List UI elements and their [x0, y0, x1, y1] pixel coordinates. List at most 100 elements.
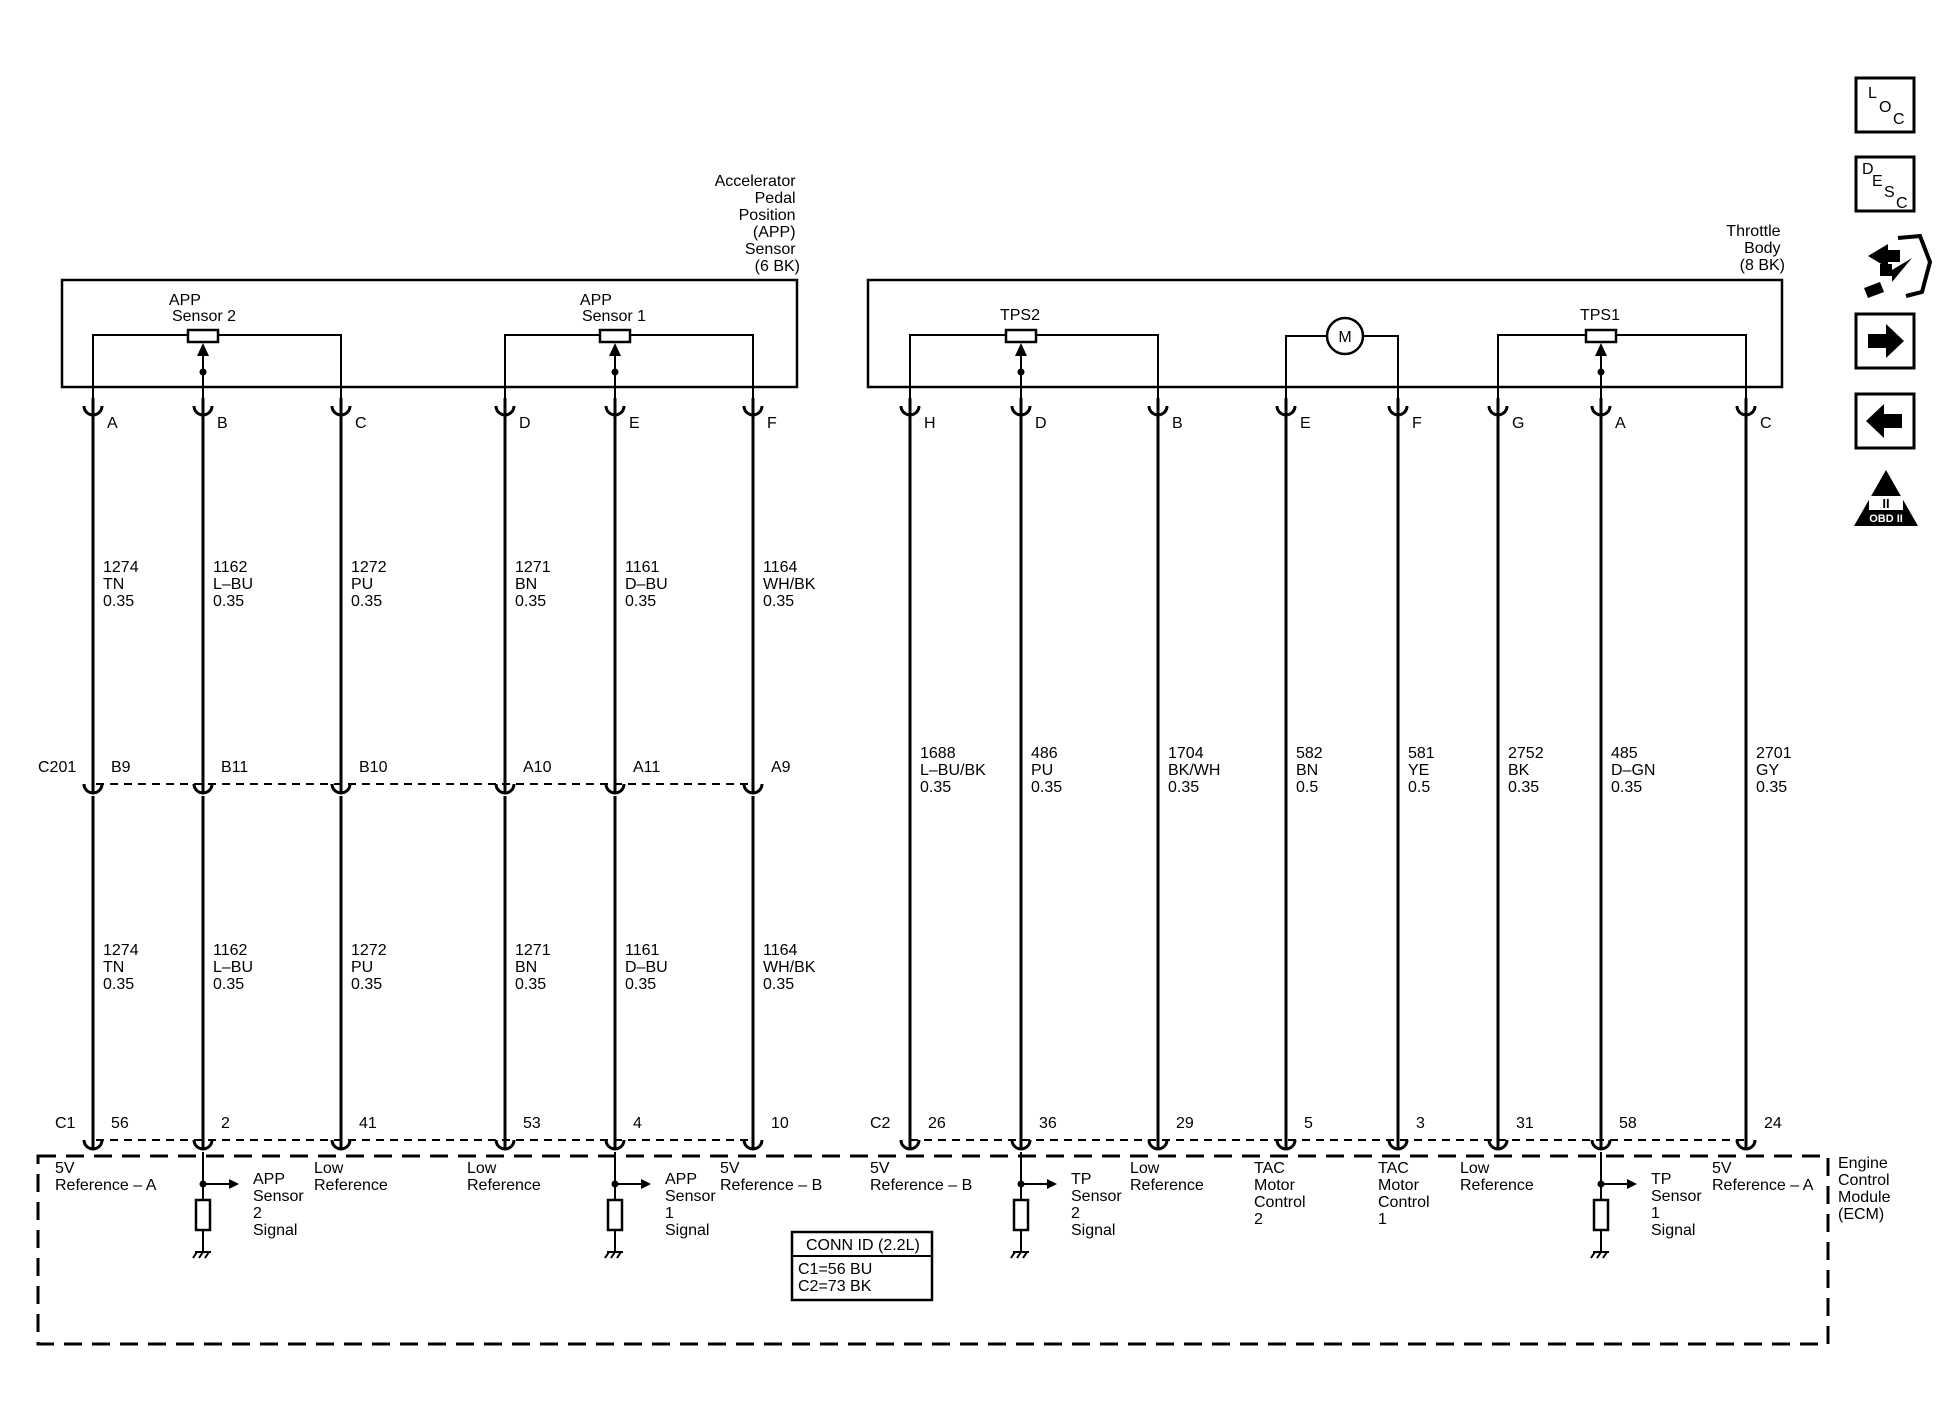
ecm-pin-label: 26 [928, 1115, 946, 1132]
ground-icon [604, 1251, 623, 1259]
component-terminal [82, 398, 104, 417]
component-terminal [1735, 398, 1757, 417]
tps2-potentiometer [909, 328, 1159, 403]
svg-text:E: E [1872, 173, 1883, 190]
c201-terminal [192, 776, 214, 795]
c201-pin-label: B9 [111, 759, 131, 776]
component-terminal [330, 398, 352, 417]
pin-label: F [1412, 415, 1422, 432]
ecm-pin-label: 58 [1619, 1115, 1637, 1132]
svg-text:C: C [1896, 195, 1908, 212]
ecm-terminal [1275, 1132, 1297, 1151]
pin-label: G [1512, 415, 1524, 432]
component-terminal [899, 398, 921, 417]
component-terminal [192, 398, 214, 417]
pin-label: A [1615, 415, 1626, 432]
pin-label: E [629, 415, 640, 432]
desc-button[interactable]: D E S C [1854, 155, 1916, 213]
pin-label: B [217, 415, 228, 432]
component-terminal [742, 398, 764, 417]
pull-resistor [194, 1198, 212, 1232]
pin-label: F [767, 415, 777, 432]
previous-page-button[interactable] [1854, 392, 1916, 450]
next-page-button[interactable] [1854, 312, 1916, 370]
app-sensor-1-potentiometer [504, 328, 754, 403]
c201-terminal [82, 776, 104, 795]
ecm-terminal [604, 1132, 626, 1151]
ground-icon [1010, 1251, 1029, 1259]
svg-text:O: O [1879, 99, 1891, 116]
svg-text:II: II [1882, 496, 1889, 511]
conn-id-box: CONN ID (2.2L) C1=56 BU C2=73 BK [790, 1230, 934, 1302]
pin-label: A [107, 415, 118, 432]
tps1-label: TPS1 [1580, 307, 1620, 324]
component-terminal [494, 398, 516, 417]
c201-terminal [604, 776, 626, 795]
app-sensor-housing [60, 278, 799, 389]
obd-ii-icon[interactable]: II OBD II [1854, 470, 1918, 526]
c201-pin-label: A11 [633, 759, 660, 776]
conn-id-line: C1=56 BU [798, 1261, 872, 1278]
ground-icon [1590, 1251, 1609, 1259]
ecm-terminal [1735, 1132, 1757, 1151]
ecm-housing [36, 1154, 1830, 1346]
app-sensor-title: Accelerator Pedal Position (APP) Sensor … [715, 173, 800, 275]
ecm-pin-label: 5 [1304, 1115, 1313, 1132]
conn-id-title: CONN ID (2.2L) [806, 1237, 920, 1254]
pull-resistor [606, 1198, 624, 1232]
connector-end-view-icon[interactable] [1864, 233, 1933, 298]
ecm-pin-label: 31 [1516, 1115, 1534, 1132]
svg-text:S: S [1884, 184, 1895, 201]
pull-resistor [1592, 1198, 1610, 1232]
c201-pin-label: B10 [359, 759, 388, 776]
ecm-terminal [1147, 1132, 1169, 1151]
ecm-terminal [192, 1132, 214, 1151]
c201-pin-label: B11 [221, 759, 248, 776]
tps1-potentiometer [1497, 328, 1747, 403]
pin-label: C [1760, 415, 1772, 432]
tac-motor: M [1285, 316, 1399, 403]
pin-label: D [1035, 415, 1047, 432]
ecm-terminal [1387, 1132, 1409, 1151]
ecm-component: Engine Control Module (ECM) CONN ID (2.2… [36, 1154, 1891, 1346]
loc-button[interactable]: L O C [1854, 76, 1916, 134]
app-sensor-2-label: APP Sensor 2 [169, 292, 236, 325]
component-terminal [1010, 398, 1032, 417]
ecm-pin-label: 53 [523, 1115, 541, 1132]
arrow-right-icon [1868, 324, 1904, 358]
svg-text:D: D [1862, 161, 1874, 178]
ecm-pin-label: 24 [1764, 1115, 1782, 1132]
tps2-label: TPS2 [1000, 307, 1040, 324]
pin-label: E [1300, 415, 1311, 432]
pin-label: C [355, 415, 367, 432]
component-terminal [1590, 398, 1612, 417]
component-terminal [604, 398, 626, 417]
